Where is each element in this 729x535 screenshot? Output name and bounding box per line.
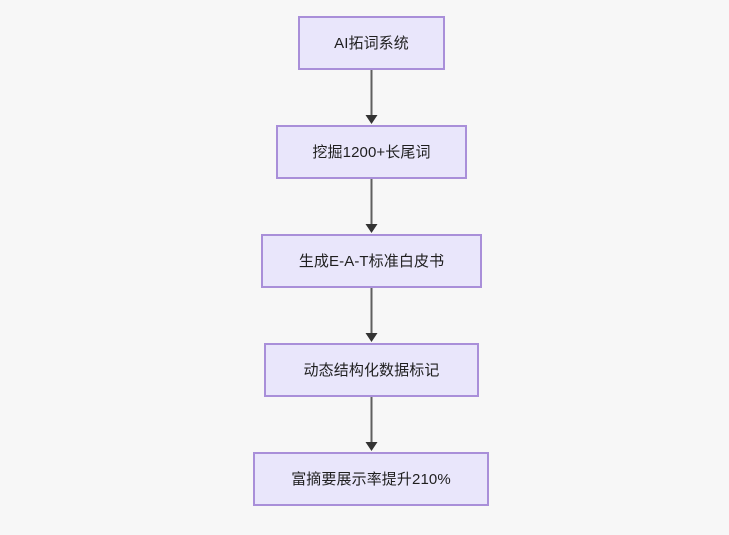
edge-n3-n4 [365, 288, 378, 342]
edge-n4-n5 [365, 397, 378, 451]
edge-n2-n3 [365, 179, 378, 233]
node-label: 动态结构化数据标记 [303, 361, 440, 379]
edge-n1-n2 [365, 70, 378, 124]
node-label: AI拓词系统 [334, 34, 409, 52]
flowchart-node-mine-longtail-keywords[interactable]: 挖掘1200+长尾词 [276, 125, 467, 179]
node-label: 挖掘1200+长尾词 [312, 143, 431, 161]
node-label: 生成E-A-T标准白皮书 [298, 252, 445, 270]
node-label: 富摘要展示率提升210% [291, 470, 451, 488]
flowchart-node-generate-eat-whitepaper[interactable]: 生成E-A-T标准白皮书 [261, 234, 482, 288]
flowchart-node-dynamic-structured-data-markup[interactable]: 动态结构化数据标记 [264, 343, 479, 397]
flowchart-node-rich-snippet-impression-lift[interactable]: 富摘要展示率提升210% [253, 452, 489, 506]
flowchart-node-ai-keyword-system[interactable]: AI拓词系统 [298, 16, 445, 70]
